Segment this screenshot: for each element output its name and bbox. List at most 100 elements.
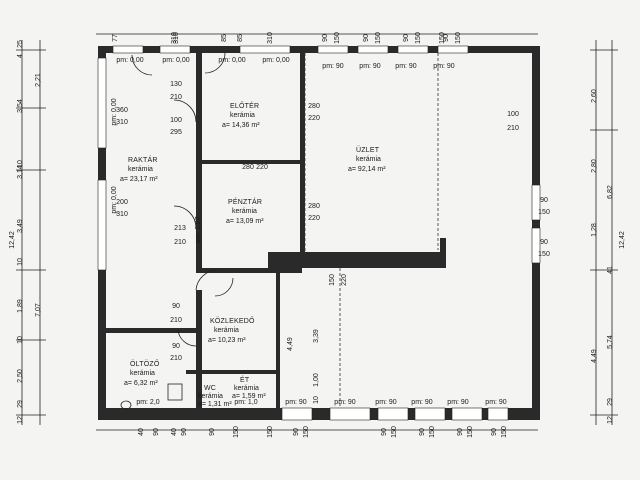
right-outer-dimensions: 12,426,825,74 <box>607 185 626 349</box>
door-dimension-label: 90 <box>172 303 180 310</box>
door-dimension-label: 90 <box>172 343 180 350</box>
door-dimension-label: 360 <box>116 107 128 114</box>
dimension-label: 40 <box>138 428 145 436</box>
window-openings <box>97 45 541 421</box>
dimension-label: 1,00 <box>313 373 320 387</box>
dimension-label: 29 <box>607 398 614 406</box>
dimension-label: 2,60 <box>591 89 598 103</box>
door-dimension-label: 310 <box>116 211 128 218</box>
dimension-label: 12 <box>607 416 614 424</box>
window-dimension-label: 150 <box>538 209 550 216</box>
door-dimension-label: 130 <box>170 81 182 88</box>
door-dimension-label: 210 <box>507 125 519 132</box>
room-label-uzlet-name: ÜZLET <box>356 146 380 154</box>
sill-height-label: pm: 1,0 <box>234 399 257 406</box>
window-dimension-label: 90 <box>540 239 548 246</box>
dimension-label: 90 <box>491 428 498 436</box>
door-dimension-label: 280 <box>308 203 320 210</box>
dimension-label: 90 <box>381 428 388 436</box>
dimension-label: 150 <box>334 32 341 44</box>
dimension-label: 150 <box>375 32 382 44</box>
door-dimension-label: 100 <box>507 111 519 118</box>
room-labels: ELŐTÉR kerámia a= 14,36 m² RAKTÁR kerámi… <box>120 101 386 408</box>
dimension-label: 310 <box>173 32 180 44</box>
room-label-oltozo-material: kerámia <box>130 370 155 377</box>
dimension-label: 150 <box>391 426 398 438</box>
dashed-lines <box>304 53 439 408</box>
dimension-label: 90 <box>153 428 160 436</box>
room-label-kozlekedo-name: KÖZLEKEDŐ <box>210 316 255 325</box>
sill-height-label: pm: 90 <box>447 399 469 406</box>
sill-height-label: pm: 90 <box>433 63 455 70</box>
room-label-wc-material: kerámia <box>198 393 223 400</box>
sill-height-label: pm: 90 <box>485 399 507 406</box>
sanitary-fixtures <box>120 383 183 410</box>
dimension-label: 3,14 <box>17 165 24 179</box>
dimension-label: 150 <box>429 426 436 438</box>
dimension-label: 150 <box>501 426 508 438</box>
sill-height-label: pm: 0,00 <box>111 186 118 213</box>
dimension-label: 4 <box>17 54 24 58</box>
room-label-raktar-name: RAKTÁR <box>128 155 158 164</box>
sill-height-label: pm: 90 <box>334 399 356 406</box>
door-dimension-label: 280 <box>308 103 320 110</box>
interior-walls <box>106 53 446 420</box>
room-label-kozlekedo-area: a= 10,23 m² <box>208 337 246 344</box>
left-outer-dimensions: 12,423,543,143,491,892,507,07 <box>9 99 42 383</box>
dimension-label: 90 <box>293 428 300 436</box>
dimension-label: 25 <box>17 40 24 48</box>
dimension-label: 220 <box>341 274 348 286</box>
dimension-label: 10 <box>17 258 24 266</box>
sill-height-label: pm: 0,00 <box>262 57 289 64</box>
dimension-label: 4,49 <box>591 349 598 363</box>
dimension-label: 90 <box>419 428 426 436</box>
door-dimension-label: 213 <box>174 225 186 232</box>
room-label-eloter-name: ELŐTÉR <box>230 101 259 110</box>
dimension-label: 3,49 <box>17 219 24 233</box>
dimension-label: 10 <box>17 336 24 344</box>
room-label-raktar-area: a= 23,17 m² <box>120 176 158 183</box>
room-label-wc-name: WC <box>204 385 216 392</box>
dimension-lines <box>16 33 618 431</box>
door-dimension-label: 100 <box>170 117 182 124</box>
dimension-label: 150 <box>267 426 274 438</box>
room-label-wc-area: a= 1,31 m² <box>198 401 232 408</box>
dimension-label: 2,80 <box>591 159 598 173</box>
dimension-label: 2,21 <box>35 73 42 87</box>
dimension-label: 90 <box>403 34 410 42</box>
room-label-uzlet-area: a= 92,14 m² <box>348 166 386 173</box>
dimension-label: 150 <box>455 32 462 44</box>
dimension-label: 4,49 <box>287 337 294 351</box>
dimension-label: 12,42 <box>619 231 626 249</box>
dimension-label: 10 <box>313 396 320 404</box>
dimension-label: 90 <box>443 34 450 42</box>
door-dimension-label: 200 <box>116 199 128 206</box>
sill-height-label: pm: 90 <box>375 399 397 406</box>
dimension-label: 90 <box>181 428 188 436</box>
sill-height-label: pm: 90 <box>411 399 433 406</box>
door-dimension-label: 210 <box>174 239 186 246</box>
room-label-penztar-name: PÉNZTÁR <box>228 197 262 206</box>
room-label-eloter-material: kerámia <box>230 112 255 119</box>
dimension-label: 10 <box>17 160 24 168</box>
room-label-raktar-material: kerámia <box>128 166 153 173</box>
room-label-penztar-material: kerámia <box>232 208 257 215</box>
sill-height-label: pm: 0,00 <box>116 57 143 64</box>
dimension-label: 12,42 <box>9 231 16 249</box>
dimension-label: 7,07 <box>35 303 42 317</box>
dimension-label: 6,82 <box>607 185 614 199</box>
dimension-label: 1,28 <box>591 223 598 237</box>
dimension-label: 150 <box>439 32 446 44</box>
room-label-oltozo-area: a= 6,32 m² <box>124 380 158 387</box>
dimension-label: 77 <box>112 34 119 42</box>
dimension-label: 2,50 <box>17 369 24 383</box>
door-dimension-label: 210 <box>170 355 182 362</box>
